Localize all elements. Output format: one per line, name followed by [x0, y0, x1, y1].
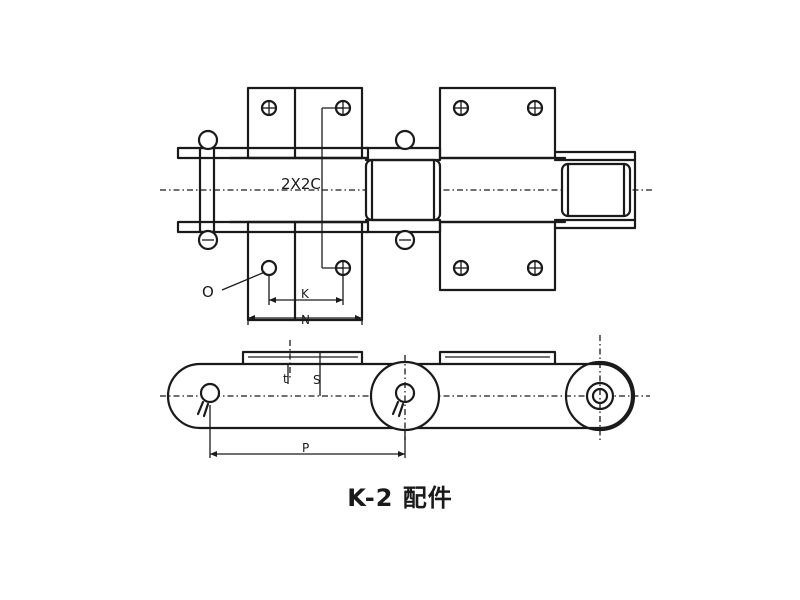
- label-p: P: [302, 441, 309, 455]
- right-attachment-lower: [438, 220, 557, 292]
- middle-roller: [364, 158, 442, 222]
- arrowhead: [248, 315, 255, 321]
- middle-pin-head-top: [394, 129, 416, 151]
- left-pin-side: [199, 382, 221, 404]
- label-2x2c: 2X2C: [281, 175, 321, 193]
- label-n: N: [301, 313, 310, 327]
- right-inner-plates: [553, 150, 637, 230]
- arrowhead: [398, 451, 405, 457]
- arrowhead: [355, 315, 362, 321]
- middle-cotter: [391, 400, 405, 418]
- side-view: t S P: [160, 335, 650, 458]
- right-pin-side: [585, 381, 615, 411]
- label-s: S: [313, 373, 321, 387]
- arrowhead: [210, 451, 217, 457]
- left-cotter: [196, 400, 210, 418]
- label-k: K: [301, 287, 310, 301]
- arrowhead: [269, 297, 276, 303]
- top-view: 2X2C O K N: [160, 86, 655, 327]
- right-attachment-flange: [438, 350, 557, 366]
- arrowhead: [336, 297, 343, 303]
- right-roller: [560, 162, 632, 218]
- hole-o-leader: [221, 271, 266, 291]
- hole-lower-left: [260, 259, 278, 277]
- left-attachment-lower: [246, 220, 364, 322]
- figure-caption: K-2 配件: [347, 484, 453, 512]
- right-attachment-upper: [438, 86, 557, 160]
- left-pin-head-top: [197, 129, 219, 151]
- label-t: t: [283, 372, 288, 386]
- left-attachment-flange: [241, 350, 364, 366]
- label-o: O: [202, 283, 214, 301]
- right-link-body: [403, 362, 634, 430]
